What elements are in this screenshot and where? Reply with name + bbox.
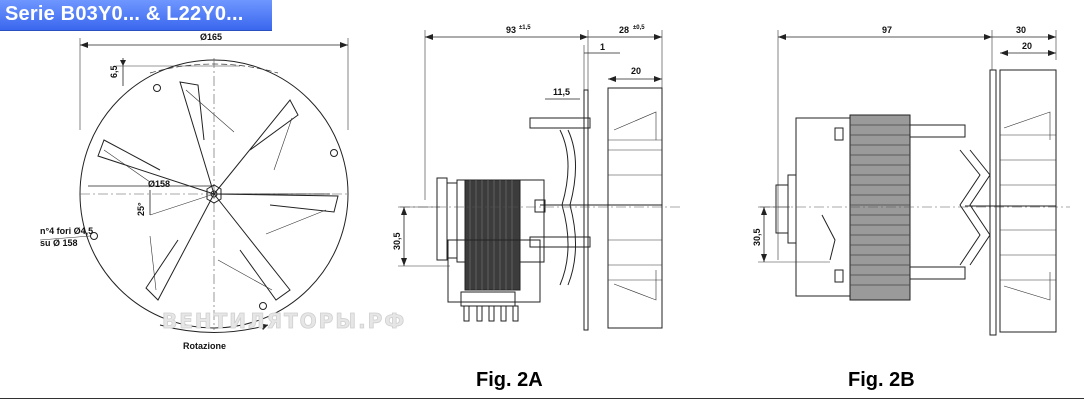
mounting-hole [90, 232, 98, 240]
dim-30-5-2b: 30,5 [752, 228, 762, 246]
mounting-hole [330, 149, 338, 157]
holes-callout-line1: n°4 fori Ø4,5 [40, 226, 93, 236]
dim-28-tol: ±0,5 [633, 25, 645, 31]
series-header-tab: Serie B03Y0... & L22Y0... [0, 0, 272, 31]
dim-93-tol: ±1,5 [519, 25, 531, 31]
dim-93: 93 [506, 25, 516, 35]
dim-11-5: 11,5 [553, 87, 570, 97]
rotation-label: Rotazione [183, 341, 226, 351]
dim-30-2b: 30 [1016, 25, 1026, 35]
fig-2a-drawing: 93 ±1,5 28 ±0,5 1 20 11,5 [392, 25, 680, 331]
motor-winding-2b [849, 114, 911, 301]
dim-28: 28 [619, 25, 629, 35]
bottom-divider [0, 398, 1084, 399]
holes-callout-line2: su Ø 158 [40, 238, 78, 248]
dim-97: 97 [882, 25, 892, 35]
watermark: ВЕНТИЛЯТОРЫ.РФ [162, 309, 406, 333]
dim-1: 1 [600, 42, 605, 52]
dim-angle-25: 25° [136, 202, 146, 216]
hub [206, 184, 222, 204]
dim-20-2a: 20 [631, 66, 641, 76]
caption-fig-2b: Fig. 2B [848, 369, 915, 391]
dim-30-5-2a: 30,5 [392, 232, 402, 250]
dim-diameter-158: Ø158 [148, 179, 170, 189]
fig-2b-drawing: 97 30 20 [752, 25, 1070, 336]
mounting-hole [153, 84, 161, 92]
motor-winding [464, 179, 521, 291]
dim-offset-6-5: 6,5 [109, 65, 119, 78]
series-title: Serie B03Y0... & L22Y0... [5, 3, 244, 25]
caption-fig-2a: Fig. 2A [476, 369, 543, 391]
dim-20-2b: 20 [1022, 41, 1032, 51]
front-view: Ø165 6,5 Ø158 [39, 32, 350, 351]
mounting-hole [259, 302, 267, 310]
dim-diameter-165: Ø165 [200, 32, 222, 42]
